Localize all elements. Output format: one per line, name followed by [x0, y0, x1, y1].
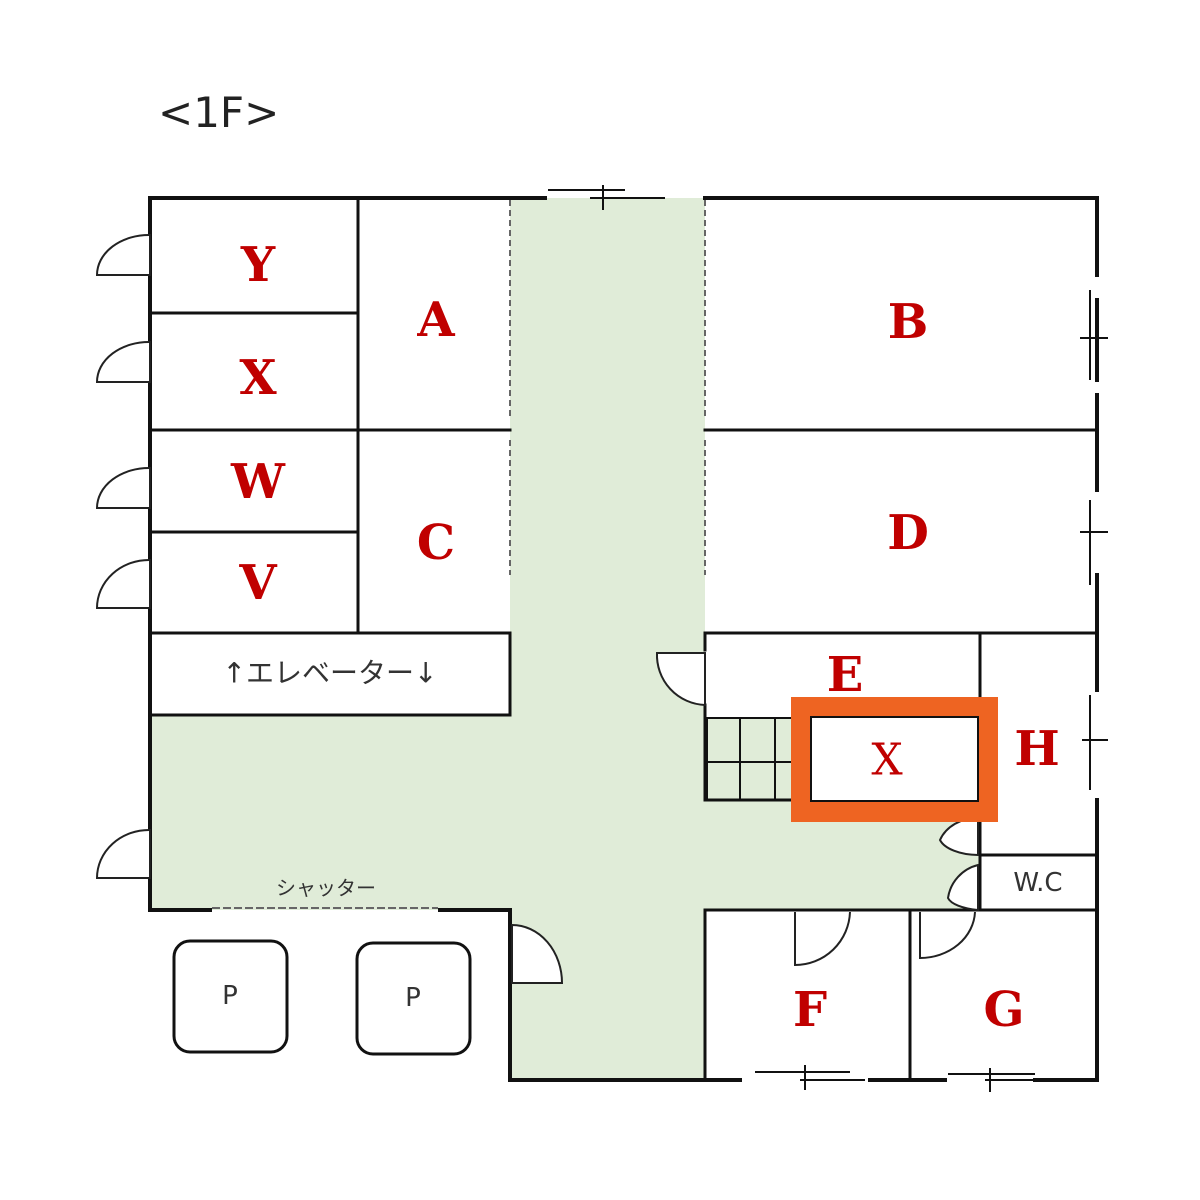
room-y: Y [240, 237, 276, 293]
parking-space [172, 939, 289, 1054]
parking-label: P [222, 981, 238, 1011]
curtains [212, 200, 706, 909]
shutter-label: シャッター [276, 876, 376, 900]
room-g: G [984, 982, 1025, 1038]
room-d: D [887, 505, 929, 561]
title: <1F> [158, 88, 280, 137]
parking-label: P [405, 983, 421, 1013]
inner-walls [148, 196, 1099, 1082]
room-h: H [1014, 721, 1059, 777]
room-b: B [888, 294, 929, 350]
sliding-doors [548, 185, 1108, 1092]
highlight-box [791, 697, 998, 822]
room-w: W [230, 454, 286, 510]
room-x: X [239, 350, 277, 406]
elevator-label: ↑エレベーター↓ [223, 657, 438, 690]
room-f: F [793, 982, 827, 1038]
room-e: E [827, 647, 864, 703]
wc-label: W.C [1013, 868, 1062, 898]
outer-walls [148, 196, 1099, 1082]
swing-doors [95, 233, 979, 984]
room-v: V [238, 555, 277, 611]
room-x-highlighted: X [871, 735, 903, 786]
parking-space [355, 941, 472, 1056]
room-c: C [417, 515, 455, 571]
room-a: A [416, 292, 455, 348]
